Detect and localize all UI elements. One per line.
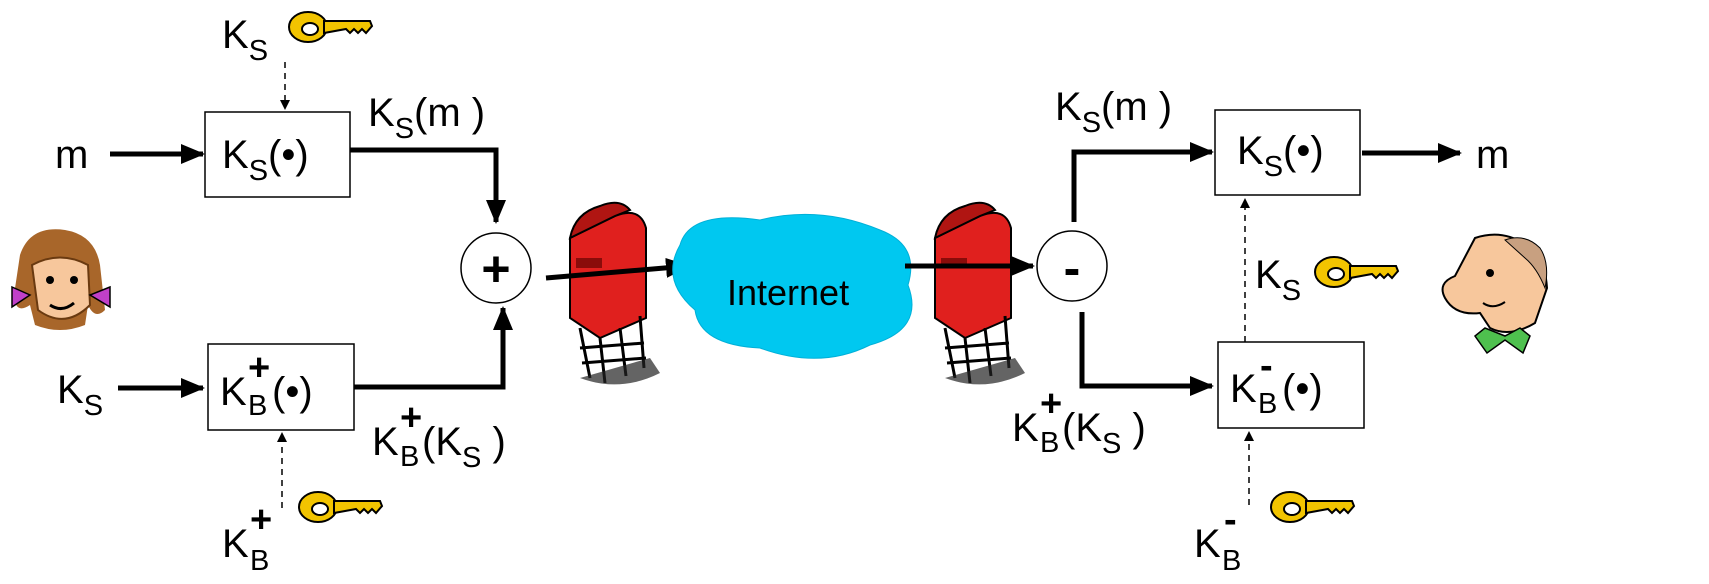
right-decrypt-ks-box — [1214, 109, 1361, 196]
svg-text:-: - — [1260, 345, 1273, 387]
bob-icon — [1441, 233, 1549, 355]
alice-icon — [11, 229, 111, 330]
svg-text:(KS ): (KS ) — [1062, 406, 1146, 460]
mailbox-icon-right — [933, 201, 1025, 385]
svg-text:B: B — [400, 441, 419, 473]
svg-text:K: K — [222, 522, 249, 566]
right-input-ks-m: KS(m ) — [1055, 85, 1172, 139]
svg-text:+: + — [248, 347, 270, 389]
left-output-kb-ks: K + B (KS ) — [372, 397, 506, 474]
svg-text:B: B — [1222, 545, 1241, 577]
left-key-ks-label: KS — [222, 13, 268, 67]
arrow-combine-to-internet — [545, 257, 690, 281]
left-encrypt-ks-box — [204, 111, 351, 198]
svg-text:K: K — [220, 370, 247, 414]
left-encrypt-kb-plus-box — [207, 343, 355, 431]
arrow-kbks-to-combine — [354, 306, 513, 390]
left-input-m: m — [55, 133, 88, 177]
left-output-ks-m: KS(m ) — [368, 91, 485, 145]
svg-text:+: + — [481, 241, 510, 297]
right-decrypt-kb-minus-box — [1217, 341, 1365, 429]
svg-text:(•): (•) — [272, 370, 313, 414]
svg-text:+: + — [400, 397, 422, 439]
arrow-split-to-ks-box — [1071, 142, 1214, 222]
right-key-ks-label: KS — [1255, 253, 1301, 307]
right-key-kb-minus-icon — [1270, 491, 1355, 523]
internet-label: Internet — [727, 272, 849, 313]
right-key-ks-icon — [1314, 256, 1399, 288]
svg-text:K: K — [1194, 522, 1221, 566]
svg-text:KS: KS — [1255, 253, 1301, 307]
svg-text:KS: KS — [222, 13, 268, 67]
svg-text:K: K — [1230, 367, 1257, 411]
svg-text:+: + — [1040, 383, 1062, 425]
svg-text:-: - — [1224, 499, 1237, 541]
svg-text:B: B — [1040, 427, 1059, 459]
svg-text:-: - — [1064, 240, 1081, 296]
mailbox-icon-left — [568, 201, 660, 385]
arrow-split-to-kb-box — [1079, 312, 1214, 396]
right-input-kb-ks: K + B (KS ) — [1012, 383, 1146, 460]
left-key-kb-plus-icon — [298, 491, 383, 523]
svg-text:K: K — [1012, 406, 1039, 450]
svg-text:K: K — [372, 420, 399, 464]
svg-text:B: B — [250, 545, 269, 577]
right-key-kb-minus-label: K - B — [1194, 499, 1241, 577]
svg-text:B: B — [248, 390, 267, 422]
left-key-ks-icon — [288, 11, 373, 43]
left-key-kb-plus-label: K + B — [222, 499, 272, 577]
right-output-m: m — [1476, 133, 1509, 177]
internet-cloud — [672, 213, 913, 359]
svg-text:(•): (•) — [1282, 367, 1323, 411]
svg-text:KS(•): KS(•) — [1237, 129, 1324, 183]
svg-text:B: B — [1258, 388, 1277, 420]
left-input-ks: KS — [57, 368, 103, 422]
arrow-ksm-to-combine — [350, 147, 506, 224]
split-operator: - — [1036, 230, 1108, 302]
svg-text:KS(•): KS(•) — [222, 133, 309, 187]
svg-text:(KS ): (KS ) — [422, 420, 506, 474]
svg-text:+: + — [250, 499, 272, 541]
combine-operator: + — [460, 232, 532, 304]
